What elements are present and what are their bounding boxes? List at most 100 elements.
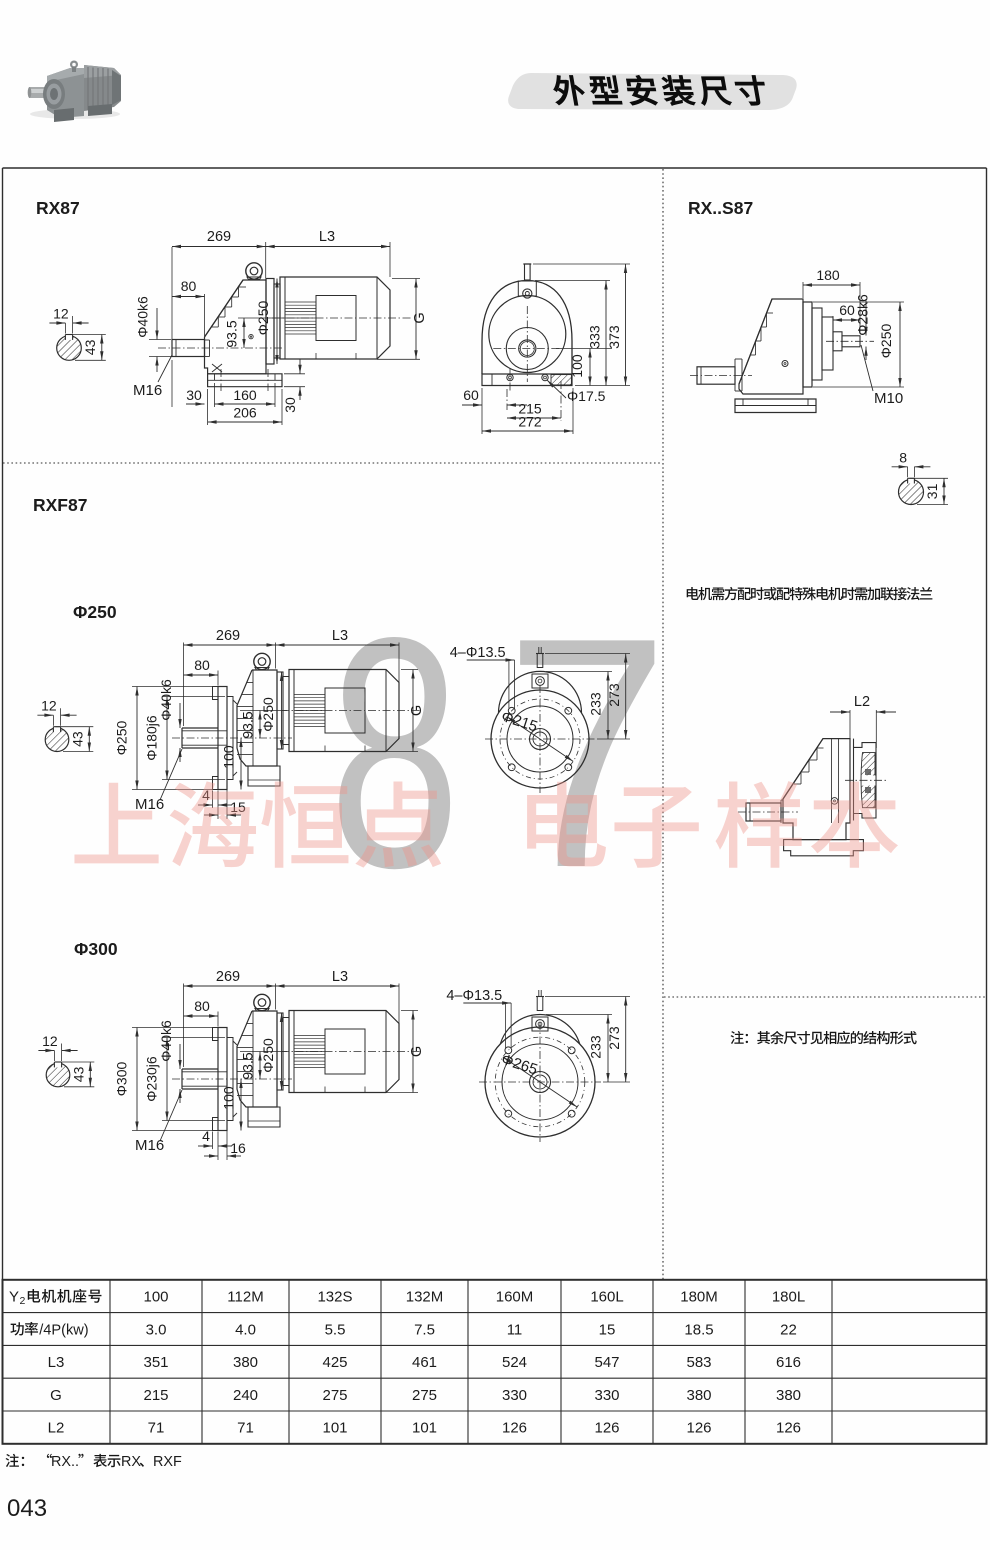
svg-text:160: 160 [233,387,257,403]
svg-text:275: 275 [412,1387,437,1404]
svg-text:43: 43 [82,339,98,355]
svg-text:L3: L3 [332,969,348,985]
svg-text:100: 100 [221,1086,237,1110]
svg-text:71: 71 [237,1420,254,1437]
svg-text:12: 12 [53,306,69,322]
svg-text:30: 30 [186,387,202,403]
svg-text:Φ17.5: Φ17.5 [567,388,606,404]
svg-text:5.5: 5.5 [325,1321,346,1338]
svg-text:351: 351 [143,1354,168,1371]
svg-text:206: 206 [233,405,257,421]
svg-text:43: 43 [70,1066,86,1082]
svg-text:L2: L2 [48,1420,65,1437]
svg-text:L3: L3 [332,628,348,644]
svg-text:4: 4 [202,1128,210,1144]
svg-text:100: 100 [143,1289,168,1306]
svg-text:93.5: 93.5 [240,1052,256,1079]
svg-text:160L: 160L [590,1289,623,1306]
svg-text:71: 71 [148,1420,165,1437]
svg-text:4.0: 4.0 [235,1321,256,1338]
svg-text:15: 15 [599,1321,616,1338]
svg-text:547: 547 [594,1354,619,1371]
svg-text:269: 269 [216,628,240,644]
svg-text:12: 12 [42,1033,58,1049]
svg-text:L2: L2 [854,694,870,710]
svg-text:272: 272 [518,414,542,430]
svg-text:31: 31 [924,483,940,499]
svg-text:8: 8 [899,449,907,465]
svg-text:Φ180j6: Φ180j6 [144,715,160,761]
svg-text:180M: 180M [680,1289,718,1306]
svg-text:273: 273 [606,683,622,707]
svg-text:G: G [409,1046,425,1057]
svg-text:275: 275 [322,1387,347,1404]
svg-text:Φ300: Φ300 [74,939,118,959]
svg-text:80: 80 [194,998,210,1014]
svg-text:269: 269 [216,969,240,985]
svg-text:583: 583 [686,1354,711,1371]
svg-text:380: 380 [233,1354,258,1371]
svg-text:G: G [409,705,425,716]
svg-text:93.5: 93.5 [240,711,256,738]
svg-text:15: 15 [230,799,246,815]
svg-text:4–Φ13.5: 4–Φ13.5 [446,988,502,1004]
svg-text:Φ250: Φ250 [260,697,276,732]
svg-text:273: 273 [606,1026,622,1050]
svg-text:11: 11 [507,1321,523,1338]
svg-text:126: 126 [686,1420,711,1437]
svg-text:043: 043 [7,1495,47,1522]
svg-text:101: 101 [412,1420,437,1437]
svg-text:Φ250: Φ250 [114,721,130,756]
svg-text:112M: 112M [227,1289,263,1306]
svg-text:330: 330 [594,1387,619,1404]
svg-text:43: 43 [69,731,85,747]
svg-text:180: 180 [816,267,840,283]
svg-text:2: 2 [20,1295,26,1307]
svg-text:Φ250: Φ250 [73,602,117,622]
svg-text:/4P(kw): /4P(kw) [39,1322,88,1338]
svg-text:132S: 132S [317,1289,352,1306]
svg-text:269: 269 [207,229,231,245]
svg-text:Φ40k6: Φ40k6 [158,1020,174,1062]
svg-text:616: 616 [776,1354,801,1371]
svg-text:330: 330 [502,1387,527,1404]
svg-text:126: 126 [594,1420,619,1437]
svg-text:Φ230j6: Φ230j6 [144,1056,160,1102]
svg-text:12: 12 [41,698,57,714]
svg-text:RX: RX [121,1454,141,1470]
svg-text:RXF: RXF [153,1454,182,1470]
svg-text:461: 461 [412,1354,437,1371]
svg-text:30: 30 [282,397,298,413]
svg-text:L3: L3 [48,1354,65,1371]
svg-text:Φ300: Φ300 [114,1062,130,1097]
svg-text:4: 4 [202,787,210,803]
svg-text:80: 80 [181,278,197,294]
svg-text:18.5: 18.5 [684,1321,713,1338]
svg-text:101: 101 [322,1420,347,1437]
svg-text:93.5: 93.5 [224,320,240,347]
svg-text:M10: M10 [874,390,903,407]
svg-text:Φ250: Φ250 [255,301,271,336]
svg-text:373: 373 [606,325,622,349]
svg-text:380: 380 [776,1387,801,1404]
svg-text:126: 126 [502,1420,527,1437]
svg-text:4–Φ13.5: 4–Φ13.5 [450,645,506,661]
svg-text:16: 16 [230,1140,246,1156]
svg-text:132M: 132M [406,1289,444,1306]
svg-text:3.0: 3.0 [146,1321,167,1338]
svg-text:7.5: 7.5 [414,1321,435,1338]
svg-text:8: 8 [329,569,460,936]
svg-text:215: 215 [143,1387,168,1404]
svg-text:RX..: RX.. [51,1454,79,1470]
svg-text:380: 380 [686,1387,711,1404]
svg-text:60: 60 [839,302,855,318]
svg-text:RXF87: RXF87 [33,495,87,515]
svg-text:G: G [412,312,428,323]
svg-text:60: 60 [463,387,479,403]
svg-text:233: 233 [588,1035,604,1059]
svg-text:240: 240 [233,1387,258,1404]
svg-text:333: 333 [587,325,603,349]
svg-text:100: 100 [221,745,237,769]
svg-text:233: 233 [588,692,604,716]
svg-text:M16: M16 [135,796,164,813]
